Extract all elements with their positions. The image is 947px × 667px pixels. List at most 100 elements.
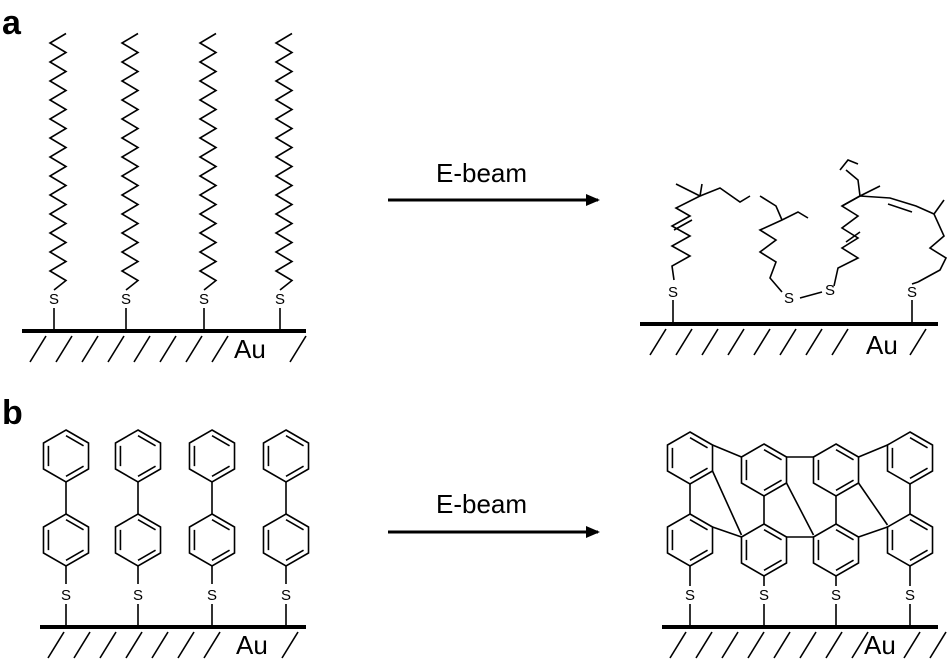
hatch-line bbox=[185, 335, 203, 363]
sulfur-atom: S bbox=[668, 284, 678, 301]
double-bond bbox=[65, 549, 84, 561]
hatch-line bbox=[747, 631, 765, 659]
benzene-ring bbox=[262, 513, 310, 567]
hatch-line bbox=[831, 328, 849, 356]
sulfur-atom: S bbox=[759, 587, 769, 604]
gold-substrate-a-left: Au bbox=[22, 329, 307, 364]
double-bond bbox=[689, 467, 708, 479]
benzene-ring bbox=[262, 429, 310, 483]
double-bond bbox=[137, 465, 156, 477]
hatch-line bbox=[851, 631, 869, 659]
double-bond bbox=[835, 479, 854, 491]
au-label-b-left: Au bbox=[236, 630, 268, 660]
gold-substrate-b-left: Au bbox=[40, 625, 306, 660]
hatch-line bbox=[773, 631, 791, 659]
hatch-line bbox=[177, 631, 195, 659]
double-bond bbox=[137, 435, 156, 447]
panel-b-label: b bbox=[2, 394, 23, 432]
au-label-a-right: Au bbox=[866, 330, 898, 360]
benzene-ring bbox=[666, 431, 714, 485]
sulfur-atoms-a-right: S S S S bbox=[668, 282, 917, 307]
hatch-line bbox=[211, 335, 229, 363]
alkane-chain bbox=[48, 32, 68, 291]
double-bond bbox=[65, 519, 84, 531]
alkane-chain bbox=[120, 32, 140, 291]
hatch-line bbox=[47, 631, 65, 659]
double-bond bbox=[211, 465, 230, 477]
benzene-ring bbox=[812, 523, 860, 577]
biphenyl-thiol-molecules bbox=[42, 429, 310, 627]
benzene-ring bbox=[114, 513, 162, 567]
ebeam-arrow-b: E-beam bbox=[388, 489, 600, 538]
double-bond bbox=[689, 549, 708, 561]
gold-substrate-a-right: Au bbox=[640, 322, 938, 360]
au-label-a-left: Au bbox=[234, 334, 266, 364]
double-bond bbox=[285, 549, 304, 561]
benzene-ring bbox=[812, 443, 860, 497]
double-bond bbox=[763, 479, 782, 491]
sulfur-atom: S bbox=[207, 587, 217, 604]
double-bond bbox=[835, 529, 854, 541]
hatch-line bbox=[909, 328, 927, 356]
cross-link-bond bbox=[858, 444, 888, 458]
double-bond bbox=[763, 449, 782, 461]
cross-link-bond bbox=[857, 482, 889, 526]
hatch-line bbox=[701, 328, 719, 356]
hatch-line bbox=[675, 328, 693, 356]
hatch-line bbox=[99, 631, 117, 659]
hatch-line bbox=[799, 631, 817, 659]
ebeam-label-a: E-beam bbox=[436, 158, 527, 188]
panel-a-label: a bbox=[2, 4, 22, 42]
hatch-line bbox=[133, 335, 151, 363]
hatch-line bbox=[721, 631, 739, 659]
sulfur-atom: S bbox=[199, 291, 209, 308]
hatch-line bbox=[203, 631, 221, 659]
sulfur-atom: S bbox=[905, 587, 915, 604]
sulfur-atom: S bbox=[121, 291, 131, 308]
ebeam-arrow-a: E-beam bbox=[388, 158, 600, 206]
double-bond bbox=[65, 465, 84, 477]
hatch-line bbox=[125, 631, 143, 659]
hatch-line bbox=[805, 328, 823, 356]
damaged-alkane-chains bbox=[670, 159, 947, 324]
benzene-ring bbox=[886, 431, 934, 485]
hatch-line bbox=[29, 335, 47, 363]
hatch-line bbox=[151, 631, 169, 659]
hatch-line bbox=[649, 328, 667, 356]
alkane-chain bbox=[274, 32, 294, 291]
sulfur-atom: S bbox=[825, 282, 835, 299]
sulfur-atom: S bbox=[281, 587, 291, 604]
benzene-ring bbox=[666, 513, 714, 567]
double-bond bbox=[909, 437, 928, 449]
double-bond bbox=[285, 465, 304, 477]
hatch-line bbox=[81, 335, 99, 363]
hatch-line bbox=[55, 335, 73, 363]
hatch-line bbox=[779, 328, 797, 356]
benzene-ring bbox=[740, 523, 788, 577]
double-bond bbox=[211, 519, 230, 531]
double-bond bbox=[909, 467, 928, 479]
sulfur-atom: S bbox=[133, 587, 143, 604]
hatch-line bbox=[695, 631, 713, 659]
hatch-line bbox=[159, 335, 177, 363]
hatch-line bbox=[73, 631, 91, 659]
double-bond bbox=[763, 529, 782, 541]
benzene-ring bbox=[42, 513, 90, 567]
sulfur-atom: S bbox=[61, 587, 71, 604]
double-bond bbox=[211, 549, 230, 561]
benzene-ring bbox=[114, 429, 162, 483]
benzene-ring bbox=[188, 429, 236, 483]
hatch-line bbox=[903, 631, 921, 659]
sulfur-atom: S bbox=[831, 587, 841, 604]
cross-link-bond bbox=[711, 470, 743, 536]
double-bond bbox=[285, 519, 304, 531]
double-bond bbox=[285, 435, 304, 447]
cross-linked-aromatic-network bbox=[666, 431, 934, 627]
hatch-line bbox=[727, 328, 745, 356]
double-bond bbox=[835, 449, 854, 461]
double-bond bbox=[909, 549, 928, 561]
